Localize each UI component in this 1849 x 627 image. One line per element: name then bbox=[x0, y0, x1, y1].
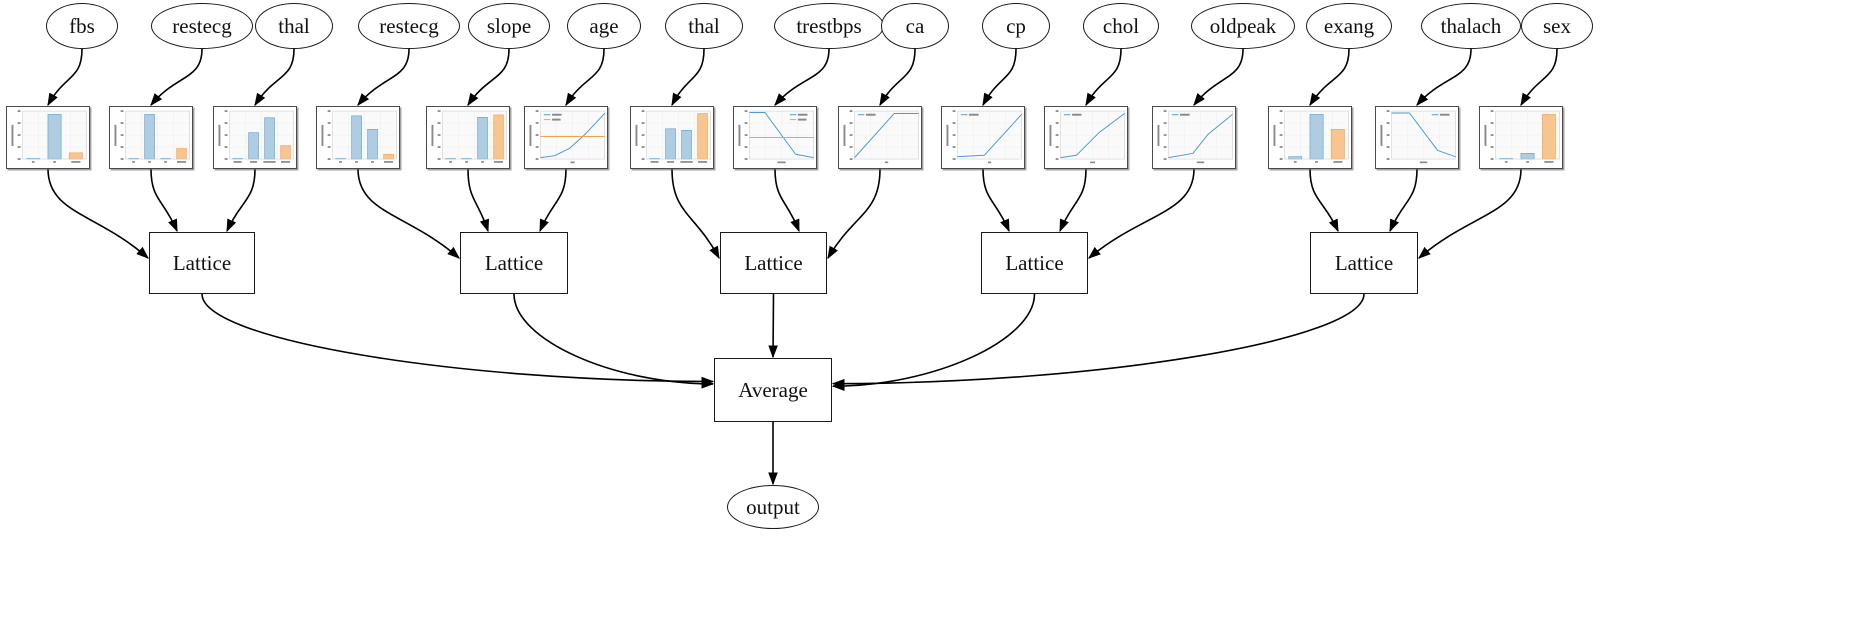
edge-l4-avg bbox=[831, 293, 1365, 389]
edge-c13-l4 bbox=[1389, 168, 1418, 233]
feature-node-label: thalach bbox=[1440, 13, 1502, 38]
edge-f13-c13 bbox=[1416, 48, 1472, 106]
edge-f2-c2 bbox=[254, 48, 295, 107]
average-node[interactable]: Average bbox=[714, 358, 832, 422]
edge-l1-avg bbox=[513, 293, 715, 389]
edge-c2-l0 bbox=[226, 168, 256, 233]
calibrator-plot-fbs-c0[interactable] bbox=[6, 106, 90, 169]
edge-c7-l2 bbox=[774, 168, 800, 233]
edge-l0-avg bbox=[201, 293, 715, 387]
lattice-node-3[interactable]: Lattice bbox=[981, 232, 1088, 294]
edge-f4-c4 bbox=[467, 48, 510, 107]
edge-f9-c9 bbox=[982, 48, 1017, 107]
average-node-label: Average bbox=[738, 377, 808, 402]
feature-node-restecg[interactable]: restecg bbox=[151, 3, 253, 49]
feature-node-restecg[interactable]: restecg bbox=[358, 3, 460, 49]
edge-c10-l3 bbox=[1059, 168, 1087, 233]
edge-c4-l1 bbox=[467, 168, 490, 233]
lattice-node-label: Lattice bbox=[744, 250, 803, 275]
feature-node-exang[interactable]: exang bbox=[1306, 3, 1392, 49]
edge-c11-l3 bbox=[1088, 168, 1195, 259]
calibrator-plot-restecg-c3[interactable] bbox=[316, 106, 400, 169]
edge-c1-l0 bbox=[150, 168, 178, 233]
feature-node-cp[interactable]: cp bbox=[982, 3, 1050, 49]
feature-node-chol[interactable]: chol bbox=[1083, 3, 1159, 49]
feature-node-label: sex bbox=[1543, 13, 1571, 38]
feature-node-ca[interactable]: ca bbox=[881, 3, 949, 49]
feature-node-thalach[interactable]: thalach bbox=[1421, 3, 1521, 49]
feature-node-label: slope bbox=[486, 13, 532, 38]
edge-c12-l4 bbox=[1309, 168, 1339, 233]
lattice-node-label: Lattice bbox=[1005, 250, 1064, 275]
calibrator-plot-cp-c9[interactable] bbox=[941, 106, 1025, 169]
calibrator-plot-restecg-c1[interactable] bbox=[109, 106, 193, 169]
lattice-node-4[interactable]: Lattice bbox=[1310, 232, 1418, 294]
feature-node-label: thal bbox=[278, 13, 310, 38]
calibrator-plot-age-c5[interactable] bbox=[524, 106, 608, 169]
feature-node-age[interactable]: age bbox=[567, 3, 641, 49]
feature-node-label: cp bbox=[1006, 13, 1026, 38]
edge-f11-c11 bbox=[1193, 48, 1244, 107]
edge-f6-c6 bbox=[671, 48, 705, 107]
output-node[interactable]: output bbox=[727, 485, 819, 529]
feature-node-trestbps[interactable]: trestbps bbox=[774, 3, 884, 49]
lattice-node-0[interactable]: Lattice bbox=[149, 232, 255, 294]
edge-f12-c12 bbox=[1309, 48, 1350, 107]
calibrator-plot-ca-c8[interactable] bbox=[838, 106, 922, 169]
lattice-node-label: Lattice bbox=[1334, 250, 1394, 275]
calibrator-plot-thal-c2[interactable] bbox=[213, 106, 297, 169]
output-node-label: output bbox=[746, 494, 800, 519]
feature-node-slope[interactable]: slope bbox=[468, 3, 550, 49]
feature-node-sex[interactable]: sex bbox=[1521, 3, 1593, 49]
feature-node-label: age bbox=[589, 13, 619, 38]
calibrator-plot-chol-c10[interactable] bbox=[1044, 106, 1128, 169]
edge-f8-c8 bbox=[879, 48, 916, 107]
calibrator-plot-trestbps-c7[interactable] bbox=[733, 106, 817, 169]
calibrator-plot-slope-c4[interactable] bbox=[426, 106, 510, 169]
feature-node-thal[interactable]: thal bbox=[665, 3, 743, 49]
feature-node-oldpeak[interactable]: oldpeak bbox=[1191, 3, 1295, 49]
feature-node-label: chol bbox=[1102, 13, 1140, 38]
feature-node-fbs[interactable]: fbs bbox=[46, 3, 118, 49]
calibrator-plot-oldpeak-c11[interactable] bbox=[1152, 106, 1236, 169]
calibrator-plot-thal-c6[interactable] bbox=[630, 106, 714, 169]
calibrator-plot-sex-c14[interactable] bbox=[1479, 106, 1563, 169]
lattice-node-label: Lattice bbox=[484, 250, 544, 275]
feature-node-label: ca bbox=[905, 13, 925, 38]
calibrator-plot-thalach-c13[interactable] bbox=[1375, 106, 1459, 169]
edge-f1-c1 bbox=[150, 48, 203, 106]
edge-f5-c5 bbox=[565, 48, 605, 107]
edge-c5-l1 bbox=[539, 168, 567, 233]
feature-node-label: restecg bbox=[172, 13, 232, 38]
lattice-node-1[interactable]: Lattice bbox=[460, 232, 568, 294]
feature-node-label: restecg bbox=[379, 13, 439, 38]
edge-c9-l3 bbox=[982, 168, 1010, 233]
edge-l2-avg bbox=[768, 293, 778, 359]
calibrator-plot-exang-c12[interactable] bbox=[1268, 106, 1352, 169]
lattice-node-label: Lattice bbox=[172, 250, 232, 275]
feature-node-label: thal bbox=[688, 13, 720, 38]
feature-node-label: fbs bbox=[69, 13, 95, 38]
edge-f3-c3 bbox=[357, 48, 410, 106]
feature-node-label: oldpeak bbox=[1209, 13, 1277, 38]
lattice-node-2[interactable]: Lattice bbox=[720, 232, 827, 294]
edge-f7-c7 bbox=[774, 48, 830, 106]
edge-l3-avg bbox=[831, 293, 1036, 391]
edge-c8-l2 bbox=[827, 168, 881, 260]
edge-f10-c10 bbox=[1085, 48, 1122, 107]
feature-node-thal[interactable]: thal bbox=[255, 3, 333, 49]
edge-f0-c0 bbox=[47, 48, 83, 107]
edge-f14-c14 bbox=[1520, 48, 1558, 107]
feature-node-label: trestbps bbox=[796, 13, 862, 38]
edge-c14-l4 bbox=[1418, 168, 1522, 259]
edge-c6-l2 bbox=[671, 168, 720, 260]
feature-node-label: exang bbox=[1323, 13, 1375, 38]
edge-c0-l0 bbox=[47, 168, 149, 259]
edge-c3-l1 bbox=[357, 168, 460, 259]
